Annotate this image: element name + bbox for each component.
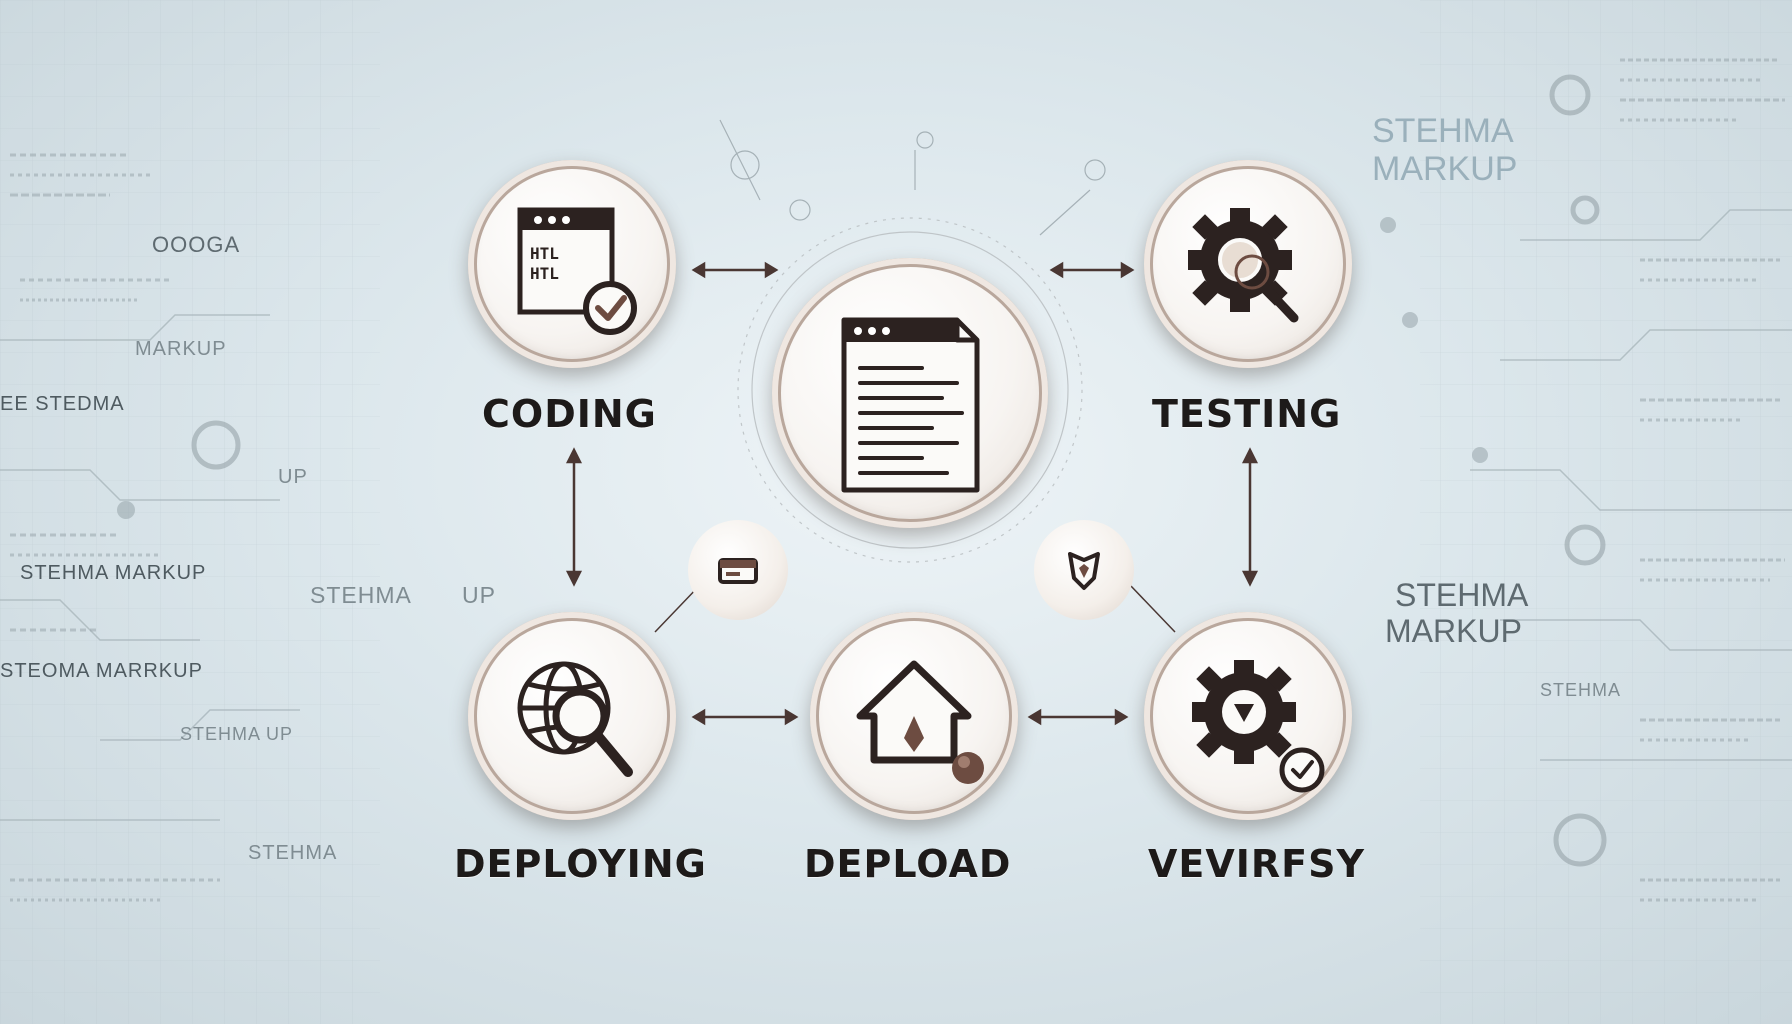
html-window-check-icon bbox=[517, 207, 637, 335]
testing-label: TESTING bbox=[1152, 392, 1342, 436]
bg-text-3: EE STEDMA bbox=[0, 393, 125, 415]
testing-node[interactable] bbox=[1144, 160, 1352, 368]
bg-text-9: STEHMA UP bbox=[180, 724, 294, 744]
line-deploying-small1 bbox=[654, 584, 701, 633]
globe-magnifier-icon bbox=[517, 661, 633, 777]
line-small2-verify bbox=[1129, 584, 1176, 633]
house-icon bbox=[856, 660, 984, 784]
bg-text-1: OOOGA bbox=[152, 232, 241, 257]
code-line-2: HTL bbox=[530, 264, 559, 283]
bg-text-11: STEHMA bbox=[1372, 112, 1514, 150]
bg-text-7: UP bbox=[462, 582, 496, 608]
card-icon bbox=[718, 558, 758, 584]
deploying-label: DEPLOYING bbox=[454, 842, 707, 886]
bg-text-8: STEOMA MARRKUP bbox=[0, 660, 203, 682]
code-line-1: HTL bbox=[530, 244, 559, 263]
small-node-card[interactable] bbox=[688, 520, 788, 620]
verify-node[interactable] bbox=[1144, 612, 1352, 820]
depload-label: DEPLOAD bbox=[804, 842, 1012, 886]
coding-label: CODING bbox=[482, 392, 657, 436]
bg-text-5: STEHMA MARKUP bbox=[20, 562, 207, 584]
bg-text-13: STEHMA bbox=[1395, 577, 1529, 613]
bg-text-6: STEHMA bbox=[310, 582, 412, 608]
document-icon bbox=[841, 317, 980, 493]
bg-text-10: STEHMA bbox=[248, 842, 338, 864]
small-node-shield[interactable] bbox=[1034, 520, 1134, 620]
gear-magnifier-icon bbox=[1188, 208, 1299, 323]
depload-node[interactable] bbox=[810, 612, 1018, 820]
bg-text-14: MARKUP bbox=[1385, 613, 1522, 649]
verify-label: VEVIRFSY bbox=[1148, 842, 1366, 886]
gear-check-icon bbox=[1192, 660, 1325, 793]
coding-node[interactable]: HTL HTL bbox=[468, 160, 676, 368]
center-document-node[interactable] bbox=[772, 258, 1048, 528]
shield-icon bbox=[1068, 552, 1100, 590]
deploying-node[interactable] bbox=[468, 612, 676, 820]
bg-text-15: STEHMA bbox=[1540, 680, 1622, 700]
bg-text-4: UP bbox=[278, 466, 308, 488]
bg-text-2: MARKUP bbox=[135, 338, 227, 360]
bg-text-12: MARKUP bbox=[1372, 150, 1518, 188]
